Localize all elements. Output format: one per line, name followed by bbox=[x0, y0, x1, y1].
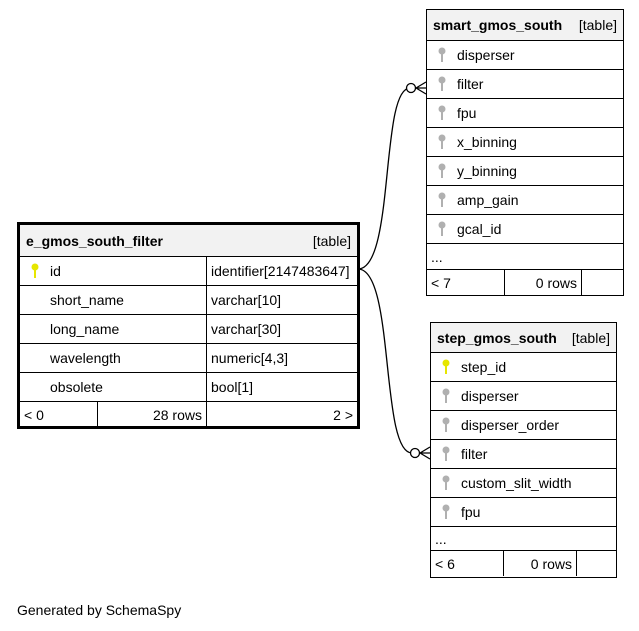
column-name: step_id bbox=[461, 359, 507, 375]
crowsfoot-smart-filter bbox=[405, 82, 417, 94]
table-type: [table] bbox=[312, 232, 351, 249]
column-row[interactable]: filter bbox=[431, 440, 616, 469]
column-row[interactable]: disperser bbox=[427, 41, 623, 70]
primary-key-icon bbox=[431, 359, 461, 375]
column-name: filter bbox=[461, 446, 488, 462]
table-name: e_gmos_south_filter bbox=[26, 232, 163, 249]
column-row[interactable]: long_name varchar[30] bbox=[20, 315, 357, 344]
table-smart-gmos-south[interactable]: smart_gmos_south [table] disperser filte… bbox=[426, 9, 624, 296]
column-name: fpu bbox=[461, 504, 481, 520]
column-row[interactable]: custom_slit_width bbox=[431, 469, 616, 498]
column-row[interactable]: obsolete bool[1] bbox=[20, 373, 357, 402]
table-type: [table] bbox=[578, 17, 617, 33]
table-step-gmos-south[interactable]: step_gmos_south [table] step_id disperse… bbox=[430, 322, 617, 578]
table-name: smart_gmos_south bbox=[433, 17, 563, 33]
key-icon bbox=[431, 388, 461, 404]
column-name: y_binning bbox=[457, 163, 517, 179]
column-name: id bbox=[50, 263, 61, 279]
parents-count: < 6 bbox=[431, 551, 504, 576]
children-count: 2 > bbox=[333, 407, 353, 423]
column-name: filter bbox=[457, 76, 484, 92]
column-row[interactable]: id identifier[2147483647] bbox=[20, 257, 357, 286]
key-icon bbox=[427, 163, 457, 179]
table-header: e_gmos_south_filter [table] bbox=[20, 225, 357, 257]
column-type: varchar[30] bbox=[211, 321, 282, 337]
column-type: identifier[2147483647] bbox=[211, 263, 350, 279]
column-name: short_name bbox=[50, 292, 124, 308]
column-name: disperser bbox=[457, 47, 515, 63]
column-name: fpu bbox=[457, 105, 477, 121]
ellipsis: ... bbox=[431, 248, 443, 265]
table-header: smart_gmos_south [table] bbox=[427, 10, 623, 41]
parents-count: < 7 bbox=[427, 270, 505, 295]
column-name: obsolete bbox=[50, 379, 103, 395]
column-row[interactable]: fpu bbox=[427, 99, 623, 128]
column-row[interactable]: step_id bbox=[431, 353, 616, 382]
column-row[interactable]: short_name varchar[10] bbox=[20, 286, 357, 315]
table-header: step_gmos_south [table] bbox=[431, 323, 616, 353]
column-row[interactable]: y_binning bbox=[427, 157, 623, 186]
key-icon bbox=[427, 134, 457, 150]
crowsfoot-step-filter bbox=[409, 447, 421, 459]
column-type: varchar[10] bbox=[211, 292, 282, 308]
key-icon bbox=[427, 192, 457, 208]
key-icon bbox=[431, 504, 461, 520]
table-e-gmos-south-filter[interactable]: e_gmos_south_filter [table] id identifie… bbox=[17, 222, 360, 429]
column-list: disperser filter fpu x_binning y_binning… bbox=[427, 41, 623, 295]
column-type: bool[1] bbox=[211, 379, 254, 395]
table-footer: < 7 0 rows bbox=[427, 270, 623, 295]
key-icon bbox=[431, 417, 461, 433]
key-icon bbox=[427, 47, 457, 63]
row-count: 28 rows bbox=[98, 402, 207, 428]
column-name: disperser bbox=[461, 388, 519, 404]
children-count bbox=[577, 551, 616, 576]
generated-by-note: Generated by SchemaSpy bbox=[17, 602, 182, 618]
key-icon bbox=[431, 475, 461, 491]
column-name: custom_slit_width bbox=[461, 475, 572, 491]
column-name: x_binning bbox=[457, 134, 517, 150]
key-icon bbox=[431, 446, 461, 462]
column-name: gcal_id bbox=[457, 221, 502, 237]
column-row[interactable]: disperser_order bbox=[431, 411, 616, 440]
column-name: long_name bbox=[50, 321, 120, 337]
column-row[interactable]: wavelength numeric[4,3] bbox=[20, 344, 357, 373]
parents-count: < 0 bbox=[20, 402, 98, 428]
primary-key-icon bbox=[20, 263, 50, 279]
column-row[interactable]: fpu bbox=[431, 498, 616, 527]
more-columns: ... bbox=[427, 244, 623, 270]
column-name: amp_gain bbox=[457, 192, 519, 208]
key-icon bbox=[427, 105, 457, 121]
table-footer: < 6 0 rows bbox=[431, 551, 616, 576]
table-footer: < 0 28 rows 2 > bbox=[20, 402, 357, 428]
table-type: [table] bbox=[571, 329, 610, 346]
column-row[interactable]: filter bbox=[427, 70, 623, 99]
children-count bbox=[582, 270, 623, 295]
column-row[interactable]: amp_gain bbox=[427, 186, 623, 215]
column-type: numeric[4,3] bbox=[211, 350, 289, 366]
column-row[interactable]: x_binning bbox=[427, 128, 623, 157]
column-row[interactable]: disperser bbox=[431, 382, 616, 411]
ellipsis: ... bbox=[435, 530, 447, 547]
key-icon bbox=[427, 221, 457, 237]
column-name: disperser_order bbox=[461, 417, 560, 433]
key-icon bbox=[427, 76, 457, 92]
more-columns: ... bbox=[431, 527, 616, 551]
row-count: 0 rows bbox=[504, 551, 577, 576]
row-count: 0 rows bbox=[505, 270, 582, 295]
column-name: wavelength bbox=[50, 350, 121, 366]
table-name: step_gmos_south bbox=[437, 329, 557, 346]
column-row[interactable]: gcal_id bbox=[427, 215, 623, 244]
